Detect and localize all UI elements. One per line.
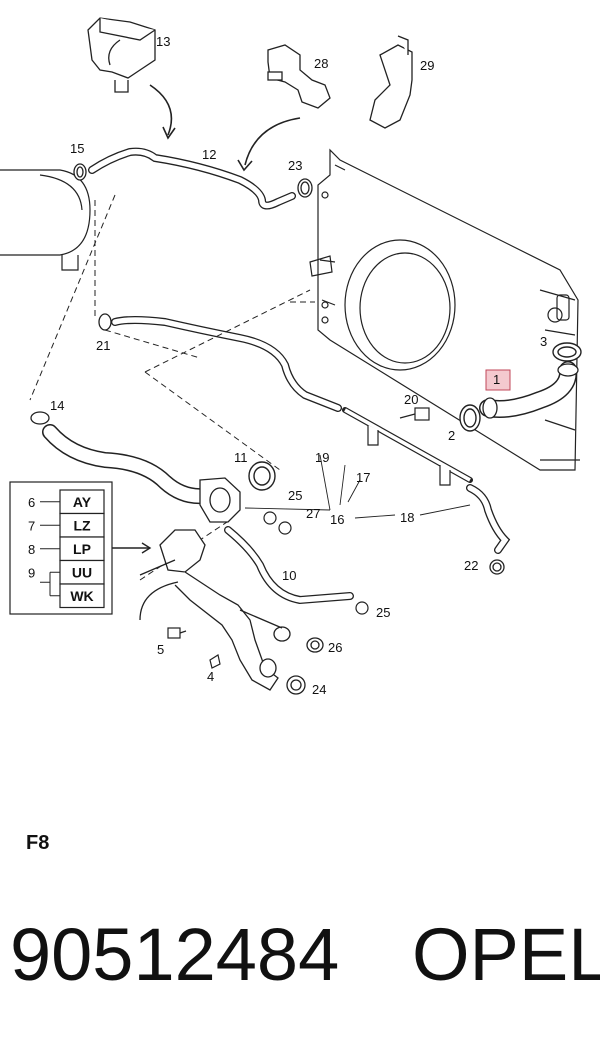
expansion-tank (0, 169, 91, 271)
callout-13: 13 (156, 34, 170, 49)
section-code: F8 (26, 832, 50, 854)
clamp-2 (459, 404, 481, 432)
callout-21: 21 (96, 338, 110, 353)
clamp-23 (297, 178, 313, 198)
variant-legend: AY 6LZ 7LP 8UU 9WK (9, 481, 152, 615)
clamp-25-lower (355, 601, 369, 615)
bracket-29 (369, 35, 413, 129)
legend-code: AY (73, 494, 92, 510)
callout-16: 16 (330, 512, 344, 527)
thermostat-housing (199, 477, 241, 523)
callout-17: 17 (356, 470, 370, 485)
legend-code: LZ (73, 517, 91, 533)
callout-4: 4 (207, 669, 214, 684)
callout-3: 3 (540, 334, 547, 349)
bolt-20 (399, 407, 430, 421)
callout-1: 1 (493, 372, 500, 387)
callout-24: 24 (312, 682, 326, 697)
callout-11: 11 (234, 450, 248, 465)
clamp-24 (286, 675, 306, 695)
callout-25a: 25 (288, 488, 302, 503)
callout-5: 5 (157, 642, 164, 657)
clamp-21 (98, 313, 112, 331)
legend-number: 9 (28, 565, 35, 580)
arrow-28 (244, 117, 301, 166)
clamp-22 (489, 559, 505, 575)
hose-18 (466, 484, 511, 554)
legend-leader (40, 571, 60, 597)
pipe-17-brackets (367, 425, 451, 486)
radiator (309, 148, 580, 471)
clamp-11 (248, 461, 276, 491)
clip-13 (87, 17, 156, 93)
callout-15: 15 (70, 141, 84, 156)
clamp-14 (30, 411, 50, 425)
legend-cell (59, 583, 105, 609)
callout-22: 22 (464, 558, 478, 573)
bracket-28 (267, 44, 331, 109)
callout-12: 12 (202, 147, 216, 162)
legend-number: 8 (28, 542, 35, 557)
clamp-25-upper (263, 511, 277, 525)
callout-26: 26 (328, 640, 342, 655)
callout-28: 28 (314, 56, 328, 71)
arrow-13 (149, 84, 173, 136)
callout-10: 10 (282, 568, 296, 583)
clamp-27 (278, 521, 292, 535)
callout-leaders (244, 454, 471, 519)
legend-number: 6 (28, 495, 35, 510)
legend-code: WK (70, 588, 93, 604)
callout-25b: 25 (376, 605, 390, 620)
hose-10 (224, 526, 354, 605)
callout-20: 20 (404, 392, 418, 407)
callout-2: 2 (448, 428, 455, 443)
callout-18: 18 (400, 510, 414, 525)
clamp-26 (306, 637, 324, 653)
callout-27: 27 (306, 506, 320, 521)
callout-14: 14 (50, 398, 64, 413)
bolt-5 (167, 627, 187, 639)
clamp-3 (552, 342, 582, 362)
stud-4 (209, 654, 221, 669)
part-number: 90512484 (10, 913, 340, 996)
legend-code: LP (73, 541, 91, 557)
callout-19: 19 (315, 450, 329, 465)
pipe-assembly (139, 529, 291, 691)
callout-23: 23 (288, 158, 302, 173)
callout-29: 29 (420, 58, 434, 73)
legend-number: 7 (28, 518, 35, 533)
highlight-box-1 (485, 369, 511, 391)
legend-code: UU (72, 564, 92, 580)
clamp-15 (73, 163, 87, 181)
brand-name: OPEL (412, 913, 600, 996)
